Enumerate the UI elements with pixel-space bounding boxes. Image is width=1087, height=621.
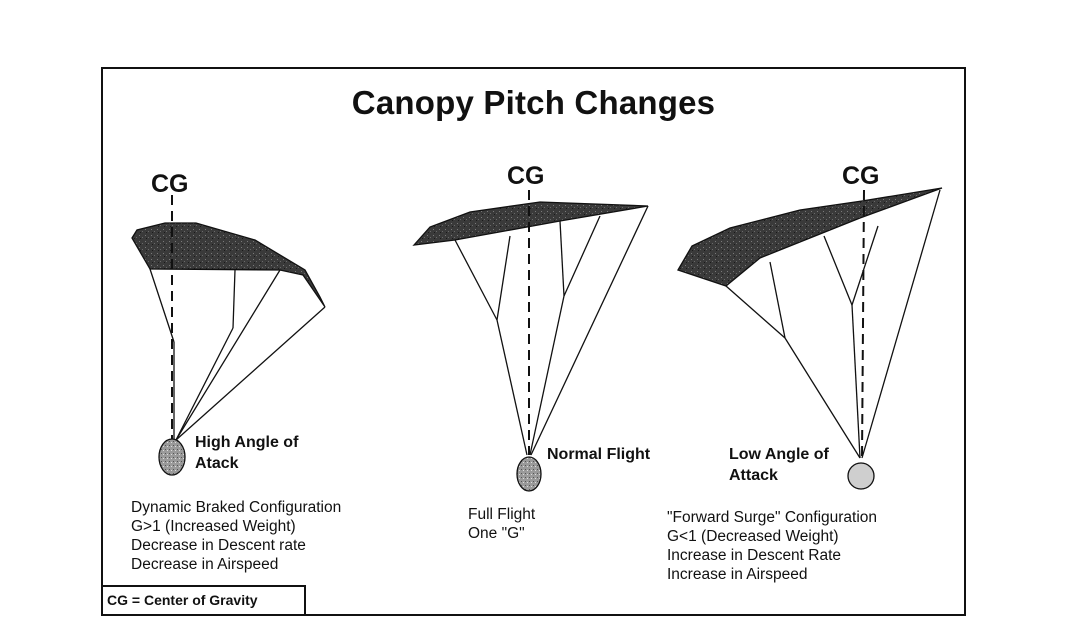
jumper-2 <box>516 456 542 492</box>
legend-box: CG = Center of Gravity <box>101 585 306 616</box>
canopy-3 <box>677 187 943 287</box>
description-high-angle: Dynamic Braked Configuration G>1 (Increa… <box>131 499 342 573</box>
canopy-2 <box>412 201 649 246</box>
panel-label-normal-flight: Normal Flight <box>547 446 651 463</box>
jumper-1 <box>158 438 186 476</box>
description-normal-flight: Full Flight One "G" <box>468 506 536 542</box>
panel-label-low-angle: Low Angle of Attack <box>729 446 829 484</box>
description-low-angle: "Forward Surge" Configuration G<1 (Decre… <box>667 509 878 583</box>
cg-label-2: CG <box>507 162 545 190</box>
panel-normal-flight-canopy <box>412 190 649 492</box>
jumper-3 <box>847 462 875 490</box>
diagram-title: Canopy Pitch Changes <box>351 84 716 121</box>
cg-label-3: CG <box>842 162 880 190</box>
diagram-frame <box>101 67 966 616</box>
cg-label-1: CG <box>151 170 189 198</box>
panel-label-high-angle: High Angle of Atack <box>195 434 299 472</box>
panel-low-angle-canopy <box>677 187 943 490</box>
cg-line-3 <box>861 189 865 459</box>
panel-high-angle-canopy <box>131 195 326 476</box>
canopy-1 <box>131 222 326 308</box>
